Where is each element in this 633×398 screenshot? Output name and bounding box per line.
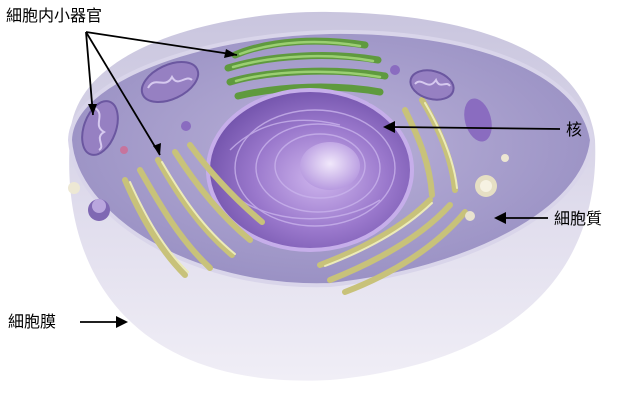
vesicle xyxy=(68,182,80,194)
vesicle xyxy=(501,154,509,162)
nucleolus xyxy=(300,142,360,190)
organelles-label: 細胞内小器官 xyxy=(6,8,102,24)
vesicle xyxy=(88,199,110,221)
vesicle xyxy=(181,121,191,131)
vesicle xyxy=(475,175,497,197)
vesicle xyxy=(120,146,128,154)
cytoplasm-label: 細胞質 xyxy=(554,211,602,227)
vesicle xyxy=(390,65,400,75)
nucleus-label: 核 xyxy=(566,122,582,138)
membrane-label: 細胞膜 xyxy=(8,314,56,330)
membrane-pointer xyxy=(80,316,128,328)
vesicle xyxy=(465,211,475,221)
